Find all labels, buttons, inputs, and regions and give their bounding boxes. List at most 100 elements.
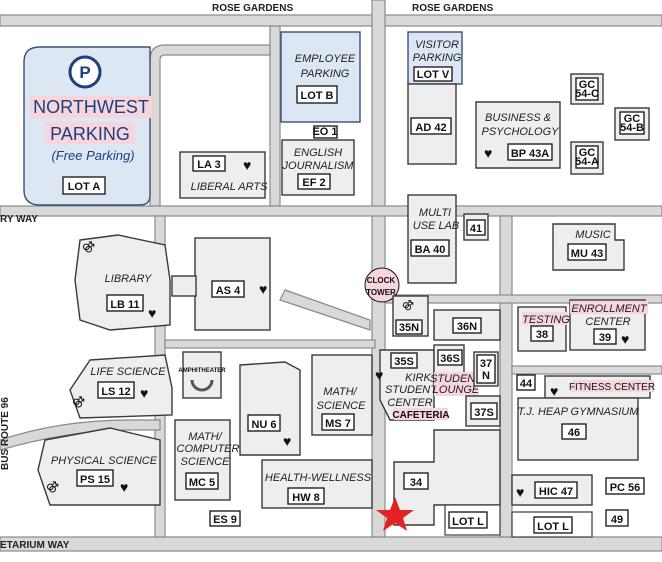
aed-heart-icon: ♥ <box>375 367 383 383</box>
restroom-icon: ⚣ <box>46 479 59 493</box>
northwest-parking-lot[interactable]: P NORTHWEST PARKING (Free Parking) LOT A <box>23 46 152 206</box>
building-gc-54b[interactable]: GC 54-B <box>614 107 650 141</box>
parking-icon-letter: P <box>79 63 90 82</box>
mu43-label: MU 43 <box>571 248 603 260</box>
mcs-label-3: SCIENCE <box>181 456 231 468</box>
library-label: LIBRARY <box>105 273 152 285</box>
aed-heart-icon: ♥ <box>283 433 291 449</box>
liberal-arts-label: LIBERAL ARTS <box>191 181 268 193</box>
ef2-label: EF 2 <box>302 177 325 189</box>
life-science-label: LIFE SCIENCE <box>90 366 166 378</box>
lot-l-center[interactable]: LOT L <box>444 504 501 536</box>
building-kirk-student-center[interactable]: 35S KIRK STUDENT CENTER CAFETERIA ♥ <box>375 349 450 421</box>
aed-heart-icon: ♥ <box>484 145 492 161</box>
b37s-label: 37S <box>474 407 494 419</box>
building-business-psychology[interactable]: BUSINESS & PSYCHOLOGY BP 43A ♥ <box>475 101 561 169</box>
building-es-9[interactable]: ES 9 <box>209 510 241 527</box>
building-math-science[interactable]: MATH/ SCIENCE MS 7 <box>311 354 373 436</box>
northwest-title-2: PARKING <box>50 124 130 144</box>
building-36n[interactable]: 36N <box>433 309 501 341</box>
pc56-label: PC 56 <box>610 482 641 494</box>
aed-heart-icon: ♥ <box>550 383 558 399</box>
bp43a-label: BP 43A <box>511 148 549 160</box>
building-liberal-arts[interactable]: LA 3 LIBERAL ARTS ♥ <box>179 151 268 199</box>
aed-heart-icon: ♥ <box>148 305 156 321</box>
employee-parking-lot[interactable]: EMPLOYEE PARKING LOT B <box>280 31 361 123</box>
aed-heart-icon: ♥ <box>120 479 128 495</box>
visitor-label-1: VISITOR <box>415 39 459 51</box>
building-hic-47[interactable]: HIC 47 ♥ <box>511 474 593 506</box>
cafeteria-label: CAFETERIA <box>392 410 449 421</box>
lounge-label-1: STUDENT <box>430 373 483 385</box>
building-37n[interactable]: 37 N <box>473 351 499 387</box>
multi-label-2: USE LAB <box>413 220 459 232</box>
aed-heart-icon: ♥ <box>243 157 251 173</box>
physical-label: PHYSICAL SCIENCE <box>51 455 158 467</box>
building-as-4[interactable]: AS 4 ♥ <box>171 237 271 331</box>
building-gc-54a[interactable]: GC 54-A <box>570 141 604 175</box>
clock-tower[interactable]: CLOCK TOWER <box>364 267 400 303</box>
building-pc-56[interactable]: PC 56 <box>605 477 645 495</box>
building-music[interactable]: MUSIC MU 43 <box>552 223 625 271</box>
health-label: HEALTH-WELLNESS <box>265 472 372 484</box>
building-44[interactable]: 44 <box>516 374 536 391</box>
fitness-label: FITNESS CENTER <box>569 382 655 393</box>
journalism-label: JOURNALISM <box>282 160 355 172</box>
hic47-label: HIC 47 <box>539 486 573 498</box>
building-math-computer-science[interactable]: MATH/ COMPUTER SCIENCE MC 5 <box>174 419 240 501</box>
building-heap-gymnasium[interactable]: T.J. HEAP GYMNASIUM 46 <box>517 397 640 461</box>
building-library[interactable]: LIBRARY LB 11 ♥ ⚣ <box>74 234 171 331</box>
employee-label-2: PARKING <box>301 68 350 80</box>
building-english-journalism[interactable]: ENGLISH JOURNALISM EF 2 <box>281 139 355 196</box>
building-eo-1[interactable]: EO 1 <box>312 125 338 139</box>
ls12-label: LS 12 <box>101 386 130 398</box>
building-35n[interactable]: 35N ⚣ <box>392 295 429 337</box>
building-37s[interactable]: 37S <box>465 395 501 427</box>
mc5-label: MC 5 <box>189 477 215 489</box>
multi-label-1: MULTI <box>419 207 451 219</box>
lot-l-east[interactable]: LOT L <box>511 511 593 538</box>
star-icon <box>376 497 414 531</box>
visitor-parking-lot[interactable]: VISITOR PARKING LOT V <box>407 31 463 85</box>
building-health-wellness[interactable]: HEALTH-WELLNESS HW 8 <box>261 459 373 509</box>
gc54a-label-1: GC <box>579 147 596 159</box>
road-label-bus-route: BUS ROUTE 96 <box>0 397 11 470</box>
building-41[interactable]: 41 <box>463 213 489 241</box>
building-49[interactable]: 49 <box>605 509 629 527</box>
clock-label-2: TOWER <box>366 288 396 297</box>
kirk-label-3: CENTER <box>387 397 432 409</box>
building-36s[interactable]: 36S STUDENT LOUNGE <box>430 344 483 396</box>
building-multi-use-lab[interactable]: MULTI USE LAB BA 40 <box>407 194 459 284</box>
amphitheater[interactable]: AMPHITHEATER <box>178 351 226 399</box>
b36s-label: 36S <box>440 353 460 365</box>
gc54b-label-2: 54-B <box>620 122 644 134</box>
business-label-1: BUSINESS & <box>485 112 551 124</box>
b37n-label-2: N <box>482 370 490 382</box>
fitness-center[interactable]: FITNESS CENTER ♥ <box>544 375 655 399</box>
ba40-label: BA 40 <box>415 244 446 256</box>
amphitheater-label: AMPHITHEATER <box>178 368 226 374</box>
b49-label: 49 <box>611 514 623 526</box>
lot-a-label: LOT A <box>68 181 101 193</box>
b38-label: 38 <box>536 329 548 341</box>
aed-heart-icon: ♥ <box>140 385 148 401</box>
b46-label: 46 <box>568 427 580 439</box>
lounge-label-2: LOUNGE <box>433 384 480 396</box>
math-label-1: MATH/ <box>323 386 357 398</box>
ad42-label: AD 42 <box>415 122 446 134</box>
lotl1-label: LOT L <box>452 516 484 528</box>
building-34[interactable]: 34 <box>393 429 501 526</box>
building-nu-6[interactable]: NU 6 ♥ <box>239 361 301 456</box>
building-gc-54c[interactable]: GC 54-C <box>570 73 604 105</box>
building-physical-science[interactable]: PHYSICAL SCIENCE PS 15 ♥ ⚣ <box>37 427 161 506</box>
lot-v-label: LOT V <box>417 69 450 81</box>
music-label: MUSIC <box>575 229 611 241</box>
gc54a-label-2: 54-A <box>575 156 599 168</box>
aed-heart-icon: ♥ <box>516 484 524 500</box>
building-ad-42[interactable]: AD 42 <box>407 83 457 165</box>
building-enrollment-39[interactable]: ENROLLMENT CENTER 39 ♥ <box>569 299 648 351</box>
building-testing-38[interactable]: TESTING 38 <box>517 306 570 352</box>
restroom-icon: ⚣ <box>72 394 85 408</box>
building-life-science[interactable]: LIFE SCIENCE LS 12 ♥ ⚣ <box>69 354 173 419</box>
